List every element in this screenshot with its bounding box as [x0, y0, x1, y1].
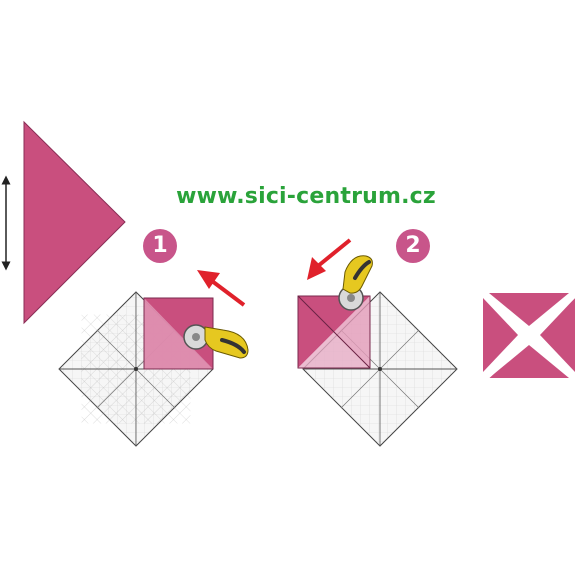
fabric-square-step-1 — [143, 297, 214, 370]
arrow-icon — [197, 270, 246, 307]
website-url[interactable]: www.sici-centrum.cz — [176, 184, 436, 209]
step-badge-1: 1 — [143, 229, 177, 263]
rotary-cutter-icon — [338, 255, 373, 311]
quarter-square-triangles — [482, 291, 578, 381]
arrow-icon — [307, 238, 352, 280]
half-square-triangle — [23, 120, 126, 325]
rotary-cutter-icon — [183, 324, 249, 359]
step-badge-2: 2 — [396, 229, 430, 263]
